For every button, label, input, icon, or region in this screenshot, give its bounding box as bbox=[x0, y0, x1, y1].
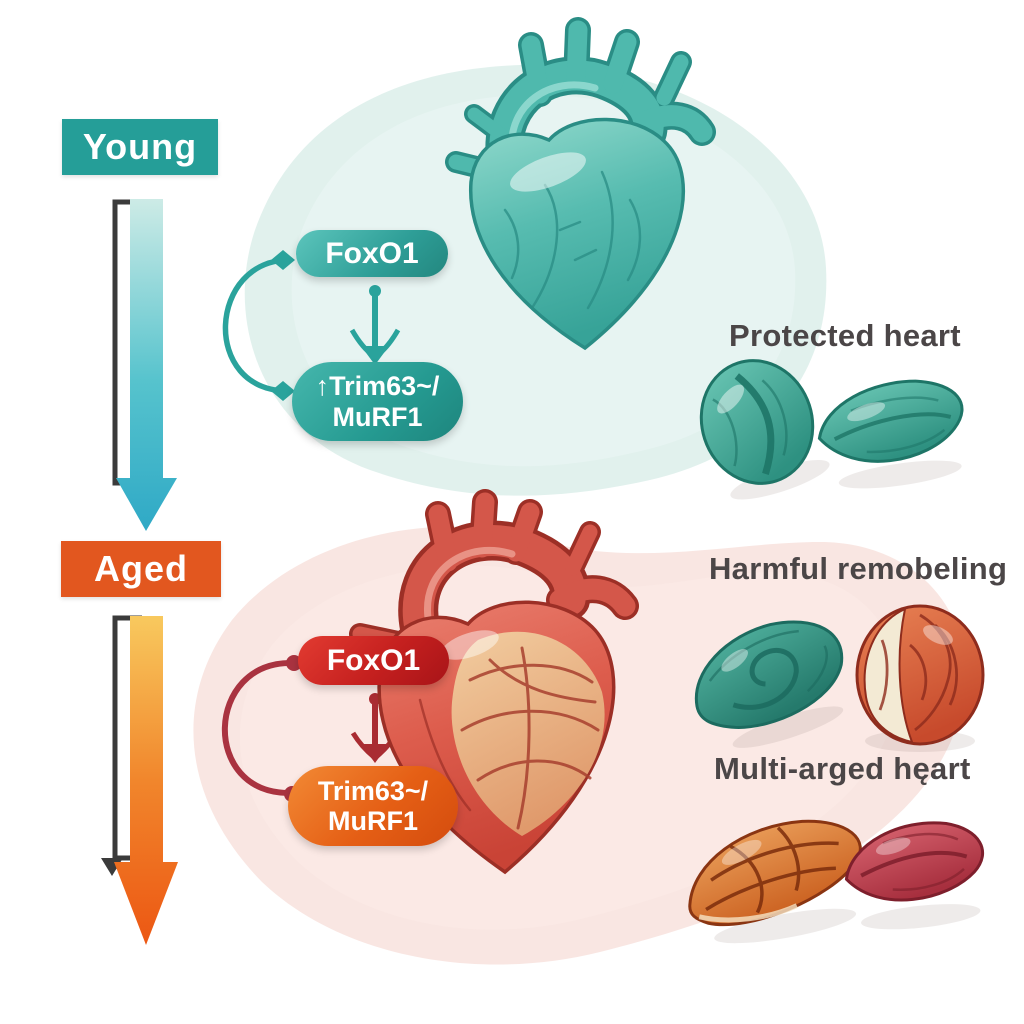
young-trim63-murf1-pill: ↑Trim63~/ MuRF1 bbox=[292, 362, 463, 441]
aged-section-label: Aged bbox=[61, 541, 221, 597]
young-foxo1-pill: FoxO1 bbox=[296, 230, 448, 277]
young-organ-bean bbox=[699, 359, 830, 500]
aged-organ-red-cream bbox=[855, 604, 985, 752]
aged-trim63-label: Trim63~/ bbox=[317, 775, 429, 806]
protected-heart-caption: Protected heart bbox=[729, 318, 961, 353]
young-trim63-label: ↑Trim63~/ bbox=[315, 371, 440, 402]
aged-foxo1-pill: FoxO1 bbox=[298, 636, 449, 685]
aged-trim63-murf1-pill: Trim63~/ MuRF1 bbox=[288, 766, 458, 846]
young-heart-illustration bbox=[445, 17, 716, 351]
young-feedback-arc-icon bbox=[222, 250, 295, 401]
young-foxo1-label: FoxO1 bbox=[325, 236, 419, 270]
aged-timeline-arrow bbox=[101, 615, 178, 945]
aged-murf1-label: MuRF1 bbox=[328, 806, 418, 836]
aged-organ-teal-twisted bbox=[694, 620, 844, 748]
aged-organ-crimson-liver bbox=[844, 821, 985, 930]
aged-organ-orange-liver bbox=[688, 819, 862, 944]
enlarged-heart-caption: Multi-arged hęart bbox=[714, 751, 971, 786]
young-down-arrow-icon bbox=[349, 285, 401, 365]
young-organ-liver bbox=[817, 379, 964, 489]
aged-foxo1-label: FoxO1 bbox=[326, 643, 421, 677]
aged-down-arrow-icon bbox=[350, 693, 400, 763]
young-section-label: Young bbox=[62, 119, 218, 175]
young-murf1-label: MuRF1 bbox=[332, 401, 423, 432]
harmful-remodeling-caption: Harmful remobeling bbox=[709, 551, 1008, 586]
young-timeline-arrow bbox=[112, 199, 177, 531]
